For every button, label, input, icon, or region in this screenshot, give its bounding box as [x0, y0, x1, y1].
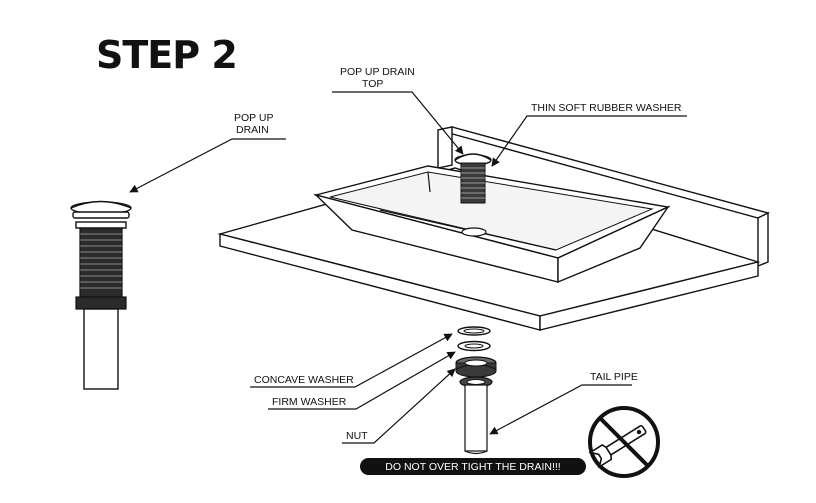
label-concave-washer: CONCAVE WASHER — [254, 374, 354, 386]
label-thin-soft-rubber-washer: THIN SOFT RUBBER WASHER — [531, 102, 682, 114]
warning-text: DO NOT OVER TIGHT THE DRAIN!!! — [385, 461, 560, 473]
label-pop-up-drain-line1: POP UP — [234, 112, 274, 124]
concave-washer-illustration — [457, 326, 491, 336]
label-pop-up-drain-line2: DRAIN — [236, 124, 269, 136]
leader-nut — [342, 368, 456, 444]
step-title: STEP 2 — [96, 33, 237, 77]
tail-pipe-illustration — [459, 376, 493, 455]
leader-pop-up-drain-top — [332, 91, 464, 155]
firm-washer-illustration — [457, 340, 491, 352]
label-tail-pipe: TAIL PIPE — [590, 371, 638, 383]
label-pop-up-drain-top-line1: POP UP DRAIN — [340, 66, 415, 78]
pop-up-drain-illustration — [70, 200, 132, 390]
no-wrench-icon — [588, 406, 660, 478]
leader-concave-washer — [250, 333, 453, 388]
vessel-sink-illustration — [313, 165, 671, 284]
pop-up-drain-top-illustration — [454, 153, 492, 204]
leader-pop-up-drain — [129, 138, 286, 193]
label-firm-washer: FIRM WASHER — [272, 396, 347, 408]
label-nut: NUT — [346, 430, 368, 442]
warning-banner — [360, 458, 586, 475]
leader-tail-pipe — [489, 384, 632, 435]
nut-illustration — [455, 356, 497, 378]
leader-firm-washer — [268, 351, 456, 410]
label-pop-up-drain-top-line2: TOP — [362, 78, 383, 90]
leader-thin-soft-rubber-washer — [491, 115, 687, 167]
